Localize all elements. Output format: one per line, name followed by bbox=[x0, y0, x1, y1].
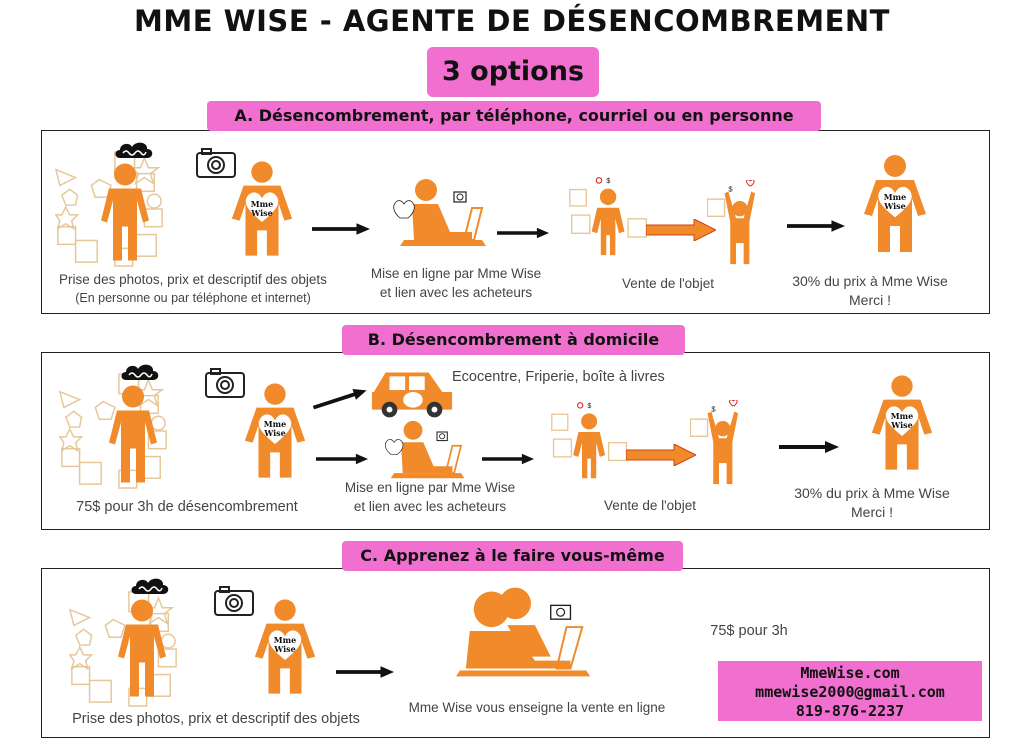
heart-text-line2: Wise bbox=[251, 208, 273, 218]
buyer-icon bbox=[690, 400, 748, 486]
section-a-label: A. Désencombrement, par téléphone, courr… bbox=[207, 101, 821, 131]
camera-icon bbox=[205, 368, 245, 398]
caption-online-line2: et lien avec les acheteurs bbox=[379, 285, 533, 300]
contact-website[interactable]: MmeWise.com bbox=[800, 664, 900, 682]
caption-commission-line1: 30% du prix à Mme Wise bbox=[792, 273, 948, 289]
arrow-right-icon bbox=[776, 440, 842, 454]
contact-box: MmeWise.com mmewise2000@gmail.com 819-87… bbox=[718, 661, 982, 721]
caption-commission-line1: 30% du prix à Mme Wise bbox=[794, 485, 950, 501]
section-b-label: B. Désencombrement à domicile bbox=[342, 325, 685, 355]
arrow-right-icon bbox=[336, 665, 394, 679]
heart-text-line1: Mme bbox=[250, 199, 274, 209]
caption-price: 75$ pour 3h bbox=[710, 623, 788, 639]
orange-arrow-icon bbox=[646, 219, 716, 241]
caption-online-line1: Mise en ligne par Mme Wise bbox=[370, 266, 542, 281]
caption-photos: Prise des photos, prix et descriptif des… bbox=[40, 270, 346, 308]
laptop-person-icon bbox=[380, 420, 470, 480]
seller-icon bbox=[550, 396, 630, 484]
section-b-box bbox=[41, 352, 990, 530]
heart-text-line2: Wise bbox=[264, 428, 286, 438]
section-c-label: C. Apprenez à le faire vous-même bbox=[342, 541, 683, 571]
heart-text-line2: Wise bbox=[891, 420, 913, 430]
caption-online: Mise en ligne par Mme Wise et lien avec … bbox=[330, 478, 530, 516]
page-title: MME WISE - AGENTE DE DÉSENCOMBREMENT bbox=[134, 4, 890, 38]
caption-online: Mise en ligne par Mme Wise et lien avec … bbox=[356, 264, 556, 302]
arrow-right-icon bbox=[312, 222, 370, 236]
caption-photos-line2: (En personne ou par téléphone et interne… bbox=[75, 291, 311, 305]
heart-text-line1: Mme bbox=[883, 192, 907, 202]
caption-commission: 30% du prix à Mme Wise Merci ! bbox=[770, 272, 970, 310]
caption-photos: Prise des photos, prix et descriptif des… bbox=[72, 711, 360, 727]
caption-commission: 30% du prix à Mme Wise Merci ! bbox=[772, 484, 972, 522]
person-with-items-icon bbox=[95, 160, 155, 265]
laptop-person-icon bbox=[390, 178, 490, 248]
thought-cloud-icon bbox=[120, 362, 160, 384]
options-badge: 3 options bbox=[427, 47, 599, 97]
thought-cloud-icon bbox=[130, 576, 170, 598]
arrow-right-icon bbox=[497, 226, 549, 240]
caption-commission-line2: Merci ! bbox=[851, 504, 893, 520]
heart-text-line2: Wise bbox=[884, 201, 906, 211]
caption-online-line2: et lien avec les acheteurs bbox=[353, 499, 507, 514]
caption-sale: Vente de l'objet bbox=[604, 498, 696, 513]
thought-cloud-icon bbox=[114, 140, 154, 162]
orange-arrow-icon bbox=[626, 444, 696, 466]
heart-text-line2: Wise bbox=[274, 644, 296, 654]
arrow-right-icon bbox=[787, 219, 845, 233]
arrow-right-icon bbox=[482, 452, 534, 466]
caption-donation: Ecocentre, Friperie, boîte à livres bbox=[452, 369, 665, 385]
heart-text-line1: Mme bbox=[263, 419, 287, 429]
contact-email[interactable]: mmewise2000@gmail.com bbox=[755, 683, 945, 701]
caption-sale: Vente de l'objet bbox=[622, 276, 714, 291]
person-with-items-icon bbox=[103, 382, 163, 487]
car-icon bbox=[368, 364, 456, 420]
arrow-right-icon bbox=[316, 452, 368, 466]
camera-icon bbox=[214, 586, 254, 616]
heart-text-line1: Mme bbox=[890, 411, 914, 421]
teaching-duo-icon bbox=[456, 586, 604, 678]
caption-commission-line2: Merci ! bbox=[849, 292, 891, 308]
caption-price: 75$ pour 3h de désencombrement bbox=[76, 499, 298, 515]
caption-photos-line1: Prise des photos, prix et descriptif des… bbox=[59, 272, 327, 287]
seller-icon bbox=[568, 172, 650, 260]
caption-online-line1: Mise en ligne par Mme Wise bbox=[344, 480, 516, 495]
buyer-icon bbox=[707, 180, 765, 266]
person-with-items-icon bbox=[112, 596, 172, 701]
heart-text-line1: Mme bbox=[273, 635, 297, 645]
caption-teach: Mme Wise vous enseigne la vente en ligne bbox=[408, 700, 666, 715]
contact-phone[interactable]: 819-876-2237 bbox=[795, 702, 905, 720]
